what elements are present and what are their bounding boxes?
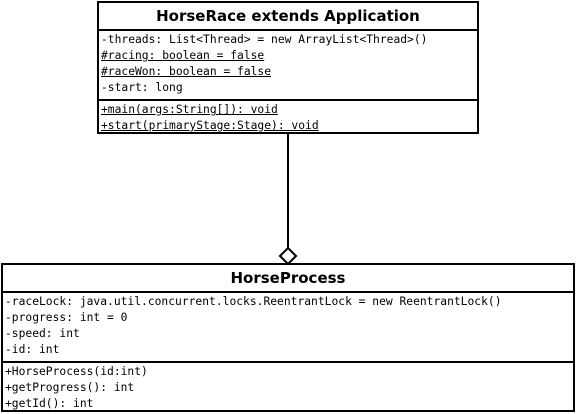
attribute-progress: -progress: int = 0 — [5, 311, 128, 324]
attribute-speed: -speed: int — [5, 327, 80, 340]
horserace-methods: +main(args:String[]): void +start(primar… — [99, 101, 477, 135]
method-getid: +getId(): int — [5, 397, 94, 410]
method-constructor: +HorseProcess(id:int) — [5, 365, 148, 378]
horseprocess-attributes: -raceLock: java.util.concurrent.locks.Re… — [3, 293, 573, 363]
attribute-id: -id: int — [5, 343, 60, 356]
aggregation-diamond-icon — [278, 246, 298, 266]
method-start: +start(primaryStage:Stage): void — [101, 119, 319, 132]
method-main: +main(args:String[]): void — [101, 103, 278, 116]
horseprocess-methods: +HorseProcess(id:int) +getProgress(): in… — [3, 363, 573, 413]
attribute-start: -start: long — [101, 81, 183, 94]
attribute-racing: #racing: boolean = false — [101, 49, 265, 62]
attribute-racelock: -raceLock: java.util.concurrent.locks.Re… — [5, 295, 502, 308]
attribute-threads: -threads: List<Thread> = new ArrayList<T… — [101, 33, 428, 46]
horserace-class-name: HorseRace extends Application — [99, 3, 477, 31]
horseprocess-class-box[interactable]: HorseProcess -raceLock: java.util.concur… — [1, 263, 575, 412]
horseprocess-class-name: HorseProcess — [3, 265, 573, 293]
method-getprogress: +getProgress(): int — [5, 381, 135, 394]
horserace-attributes: -threads: List<Thread> = new ArrayList<T… — [99, 31, 477, 101]
horserace-class-box[interactable]: HorseRace extends Application -threads: … — [97, 1, 479, 134]
attribute-racewon: #raceWon: boolean = false — [101, 65, 272, 78]
